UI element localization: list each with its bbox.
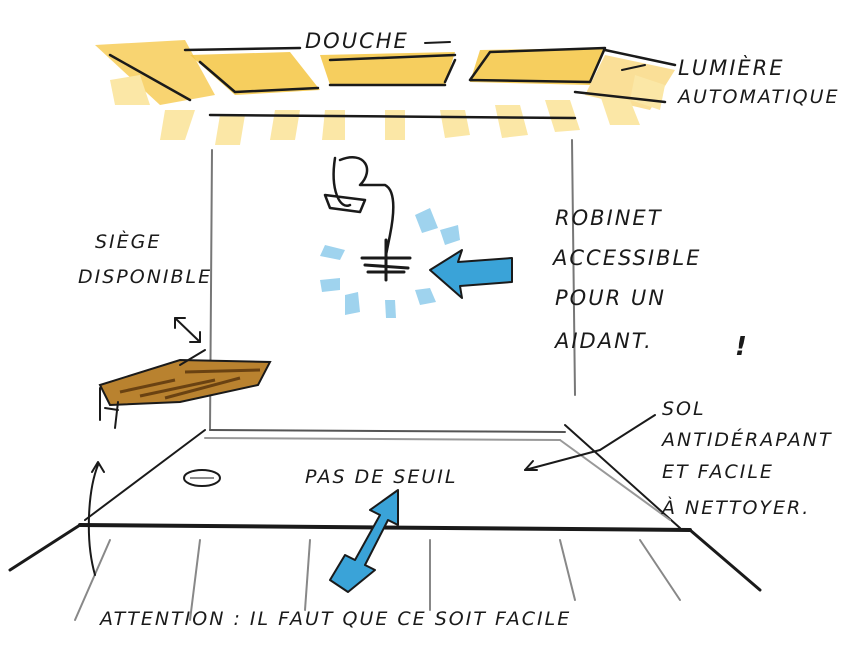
label-tap-line4: AIDANT. — [553, 329, 653, 353]
tap-handle — [360, 238, 412, 282]
light-panel-left — [95, 40, 215, 105]
label-floor-line3: ET FACILE — [662, 461, 774, 483]
label-floor-line1: SOL — [662, 398, 706, 420]
label-floor-line4: À NETTOYER. — [660, 496, 810, 519]
label-tap-line3: POUR UN — [555, 286, 666, 310]
light-panel-outlines — [108, 46, 677, 104]
label-floor-line2: ANTIDÉRAPANT — [660, 428, 833, 451]
folding-seat — [98, 349, 272, 429]
label-seat-line1: SIÈGE — [95, 230, 161, 253]
left-curved-arrow — [87, 461, 105, 576]
floor-drain — [183, 469, 221, 487]
label-tap-line1: ROBINET — [555, 206, 663, 230]
shower-head — [323, 156, 395, 257]
pointer-lines — [424, 41, 656, 471]
label-tap-line2: ACCESSIBLE — [551, 246, 701, 270]
label-light-line2: AUTOMATIQUE — [676, 86, 840, 108]
label-threshold: PAS DE SEUIL — [305, 466, 457, 488]
ceiling-lights — [95, 40, 677, 145]
label-seat-line2: DISPONIBLE — [78, 266, 212, 288]
label-warning: ATTENTION : IL FAUT QUE CE SOIT FACILE — [98, 608, 571, 630]
label-light-line1: LUMIÈRE — [678, 55, 785, 80]
light-glow-rays — [110, 75, 665, 145]
threshold-arrow — [329, 489, 399, 593]
label-shower: DOUCHE — [305, 29, 409, 53]
room-outline — [8, 113, 762, 621]
light-panel-left-2 — [190, 52, 320, 95]
tap-arrow — [429, 249, 513, 299]
water-splash — [320, 208, 460, 318]
label-exclamation: ! — [735, 332, 749, 362]
light-panel-right — [470, 48, 605, 85]
seat-arrow — [174, 317, 201, 343]
